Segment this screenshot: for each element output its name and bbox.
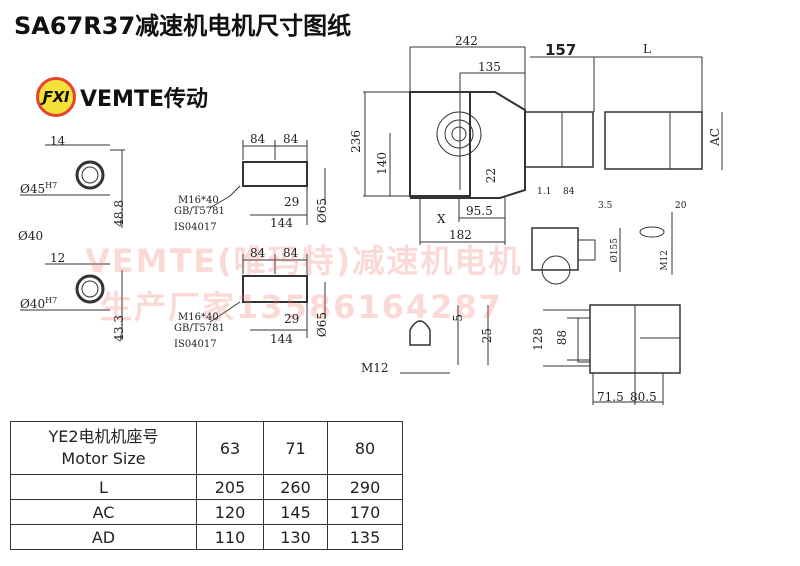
thread-spec-top: M16*40 — [178, 195, 219, 206]
cell: 205 — [196, 474, 264, 500]
dim-dia-top: Ø65 — [315, 198, 329, 224]
dim-157: 157 — [545, 41, 577, 59]
dim-3-5: 3.5 — [598, 201, 613, 211]
cell: 290 — [327, 474, 403, 500]
std2-top: IS04017 — [174, 222, 217, 233]
size-80: 80 — [327, 421, 403, 475]
watermark-line1: VEMTE(唯玛特)减速机电机 — [85, 242, 523, 280]
dim-95-5: 95.5 — [466, 204, 493, 218]
std1-bottom: GB/T5781 — [174, 323, 225, 334]
cell: 120 — [196, 499, 264, 525]
motor-size-table: YE2电机机座号 Motor Size 63 71 80 L 205 260 2… — [10, 421, 403, 550]
dim-key-width-top: 14 — [50, 134, 66, 148]
dim-1-1: 1.1 — [537, 187, 552, 197]
thread-spec-bottom: M16*40 — [178, 312, 219, 323]
cell: 135 — [327, 524, 403, 550]
dim-AC: AC — [708, 128, 722, 146]
dim-key-width-bottom: 12 — [50, 251, 66, 265]
dim-84a-bottom: 84 — [250, 246, 266, 260]
row-label: AD — [10, 524, 197, 550]
bore-tolerance: H7 — [45, 181, 58, 190]
brand-logo: ƑⅪ VEMTE传动 — [36, 77, 208, 117]
watermark-line2: 生产厂家13586164287 — [100, 288, 503, 326]
table-row: AC 120 145 170 — [10, 499, 403, 525]
dim-22: 22 — [484, 168, 498, 184]
cell: 110 — [196, 524, 264, 550]
dim-20: 20 — [675, 201, 687, 211]
table-header-row: YE2电机机座号 Motor Size 63 71 80 — [10, 421, 403, 475]
dim-bore-bottom: Ø40H7 — [20, 296, 58, 311]
bore-tolerance: H7 — [45, 296, 58, 305]
section-label: Ø40 — [18, 229, 44, 243]
dim-dia-bottom: Ø65 — [315, 312, 329, 338]
dim-29-bottom: 29 — [284, 312, 300, 326]
dim-144-top: 144 — [270, 216, 293, 230]
dim-84b-bottom: 84 — [283, 246, 299, 260]
dim-5: 5 — [451, 314, 465, 322]
dim-84a-top: 84 — [250, 132, 266, 146]
bore-value: Ø45 — [20, 182, 46, 196]
dim-242: 242 — [455, 34, 478, 48]
header-en: Motor Size — [61, 449, 146, 468]
bore-value: Ø40 — [20, 297, 46, 311]
dim-135: 135 — [478, 60, 501, 74]
dim-84-side: 84 — [563, 187, 575, 197]
dim-140: 140 — [375, 152, 389, 175]
cell: 260 — [263, 474, 328, 500]
cell: 130 — [263, 524, 328, 550]
size-71: 71 — [263, 421, 328, 475]
logo-name: VEMTE传动 — [80, 87, 208, 112]
dim-height-bottom: 43.3 — [112, 315, 126, 342]
dim-bore-top: Ø45H7 — [20, 181, 58, 196]
dim-236: 236 — [349, 130, 363, 153]
dim-88: 88 — [555, 330, 569, 346]
dim-144-bottom: 144 — [270, 332, 293, 346]
dim-182: 182 — [449, 228, 472, 242]
std2-bottom: IS04017 — [174, 339, 217, 350]
dim-128: 128 — [531, 328, 545, 351]
size-63: 63 — [196, 421, 264, 475]
row-label: AC — [10, 499, 197, 525]
cell: 170 — [327, 499, 403, 525]
side-m12: M12 — [660, 250, 670, 271]
dim-71-5: 71.5 — [597, 390, 624, 404]
dim-155: Ø155 — [610, 238, 620, 263]
dim-height-top: 48.8 — [112, 200, 126, 227]
header-label-cell: YE2电机机座号 Motor Size — [10, 421, 197, 475]
dim-84b-top: 84 — [283, 132, 299, 146]
dim-80-5: 80.5 — [630, 390, 657, 404]
dim-25: 25 — [480, 328, 494, 344]
cell: 145 — [263, 499, 328, 525]
view-x-label: X — [437, 212, 446, 226]
key-m12: M12 — [361, 361, 389, 375]
header-cn: YE2电机机座号 — [48, 427, 159, 446]
row-label: L — [10, 474, 197, 500]
logo-mark-icon: ƑⅪ — [36, 77, 76, 117]
page-title: SA67R37减速机电机尺寸图纸 — [14, 12, 352, 40]
dim-L: L — [643, 42, 651, 56]
std1-top: GB/T5781 — [174, 206, 225, 217]
table-row: L 205 260 290 — [10, 474, 403, 500]
table-row: AD 110 130 135 — [10, 524, 403, 550]
dim-29-top: 29 — [284, 195, 300, 209]
